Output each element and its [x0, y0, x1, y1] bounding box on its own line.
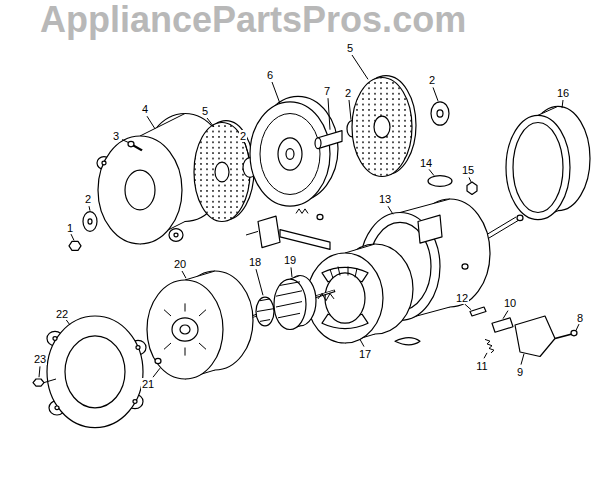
plate-6 [250, 96, 338, 206]
watermark: AppliancePartsPros.com [40, 0, 466, 40]
callout-number: 7 [323, 85, 331, 97]
nut-1 [69, 241, 81, 250]
callout-number: 19 [283, 254, 297, 266]
callout-number: 16 [556, 87, 570, 99]
callout-number: 2 [428, 74, 436, 86]
callout-number: 8 [576, 312, 584, 324]
callout-number: 5 [201, 105, 209, 117]
brake-disc-5 [352, 76, 416, 177]
callout-number: 2 [239, 130, 247, 142]
screw-8 [555, 330, 577, 338]
callout-number: 17 [358, 348, 372, 360]
callout-number: 18 [248, 256, 262, 268]
brush-cap-9 [515, 316, 555, 357]
callout-number: 21 [141, 378, 155, 390]
washer-2 [83, 212, 97, 232]
callout-number: 9 [516, 366, 524, 378]
pad-14 [428, 176, 452, 187]
callout-number: 15 [461, 164, 475, 176]
callout-number: 3 [112, 130, 120, 142]
callout-number: 22 [55, 308, 69, 320]
bolt-23 [33, 379, 56, 386]
callout-number: 4 [141, 103, 149, 115]
hub-7 [315, 131, 342, 149]
end-plate-22 [47, 316, 146, 428]
screw-3 [128, 141, 142, 150]
spring-11 [485, 339, 494, 353]
pad [395, 338, 420, 345]
callout-number: 10 [503, 297, 517, 309]
end-bell-20 [147, 271, 253, 379]
callout-number: 2 [344, 87, 352, 99]
callout-number: 14 [419, 157, 433, 169]
callout-number: 23 [33, 353, 47, 365]
callout-number: 1 [66, 222, 74, 234]
callout-number: 5 [346, 42, 354, 54]
nut-15 [467, 182, 477, 195]
ring-16 [506, 106, 590, 219]
callout-number: 13 [378, 193, 392, 205]
callout-number: 11 [475, 360, 488, 372]
callout-number: 2 [84, 193, 92, 205]
clip-12 [470, 307, 486, 316]
callout-number: 20 [173, 258, 187, 270]
leader-lines [39, 55, 579, 377]
brush-holder [246, 209, 330, 250]
washer-2 [431, 102, 449, 125]
brush-10 [492, 318, 513, 332]
callout-number: 12 [455, 292, 469, 304]
callout-number: 6 [266, 69, 274, 81]
